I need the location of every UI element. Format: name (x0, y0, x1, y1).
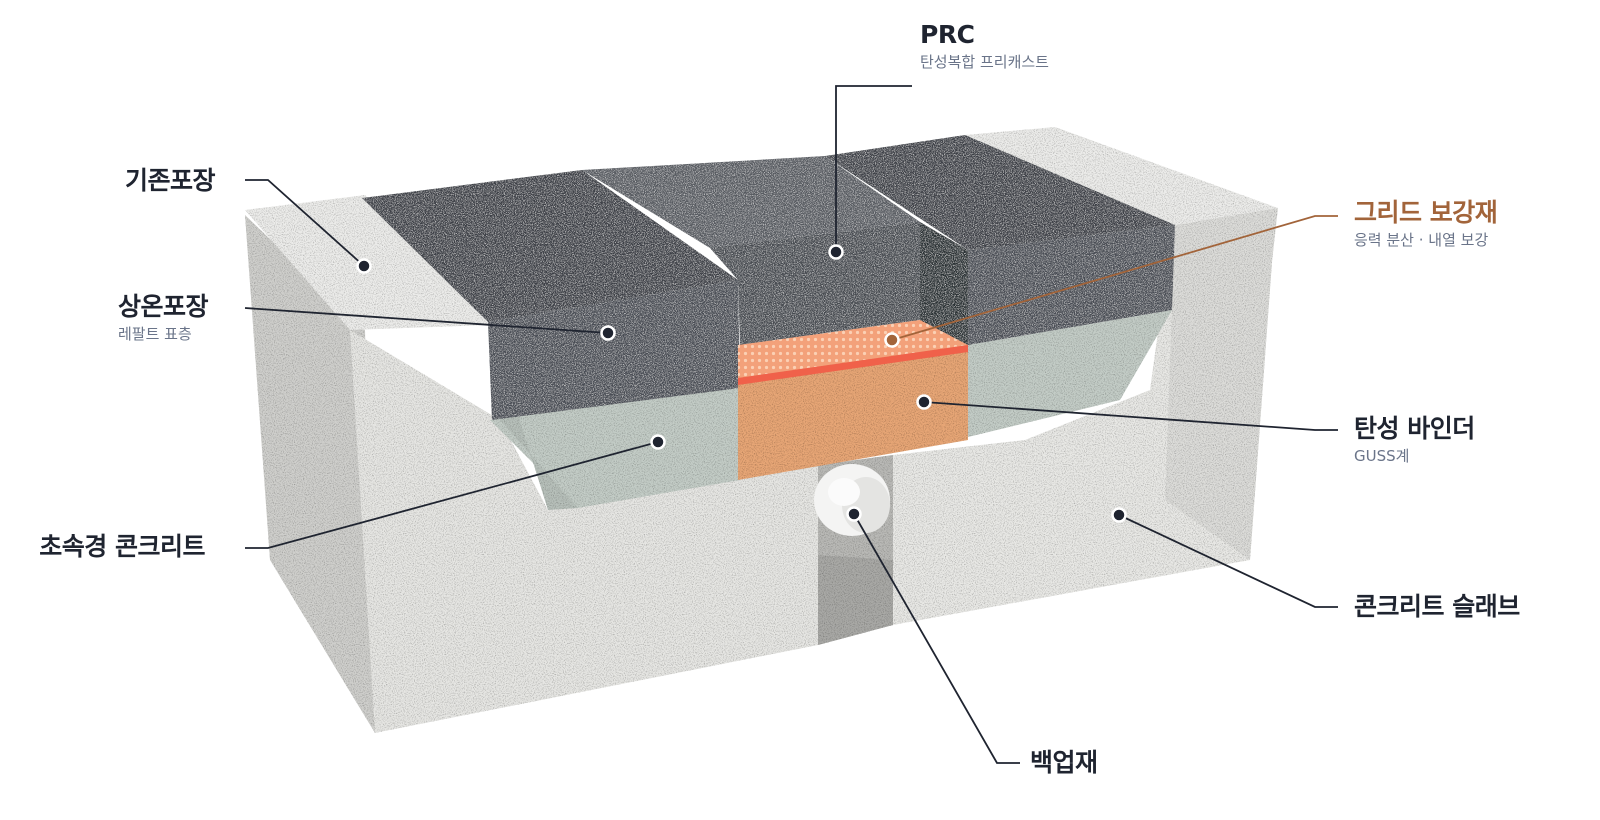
label-backup-title: 백업재 (1030, 748, 1098, 777)
label-backup-rod: 백업재 (1030, 748, 1098, 778)
label-rapid-title: 초속경 콘크리트 (39, 532, 205, 561)
label-upper-pavement: 상온포장 레팔트 표층 (118, 292, 209, 344)
leader-dots (356, 244, 1127, 523)
label-existing-pavement: 기존포장 (124, 166, 216, 196)
label-binder-sub: GUSS계 (1354, 447, 1410, 465)
elastic-binder (738, 345, 968, 480)
label-slab-title: 콘크리트 슬래브 (1354, 592, 1520, 621)
label-existing-title: 기존포장 (124, 166, 216, 195)
label-upper-title: 상온포장 (118, 292, 209, 321)
label-prc-sub: 탄성복합 프리캐스트 (920, 53, 1049, 71)
label-upper-sub: 레팔트 표층 (118, 325, 192, 343)
label-grid-reinforcement: 그리드 보강재 응력 분산 · 내열 보강 (1354, 198, 1498, 250)
rapid-concrete-layer (490, 310, 1172, 510)
label-binder-title: 탄성 바인더 (1354, 414, 1475, 443)
concrete-slab (245, 127, 1278, 733)
label-prc-title: PRC (920, 20, 975, 49)
leader-lines (244, 85, 1338, 764)
label-prc: PRC 탄성복합 프리캐스트 (920, 20, 1049, 72)
label-grid-sub: 응력 분산 · 내열 보강 (1354, 231, 1489, 249)
label-rapid-concrete: 초속경 콘크리트 (39, 532, 205, 562)
label-grid-title: 그리드 보강재 (1354, 198, 1498, 227)
label-concrete-slab: 콘크리트 슬래브 (1354, 592, 1520, 622)
backup-rod (814, 464, 890, 536)
label-elastic-binder: 탄성 바인더 GUSS계 (1354, 414, 1475, 466)
